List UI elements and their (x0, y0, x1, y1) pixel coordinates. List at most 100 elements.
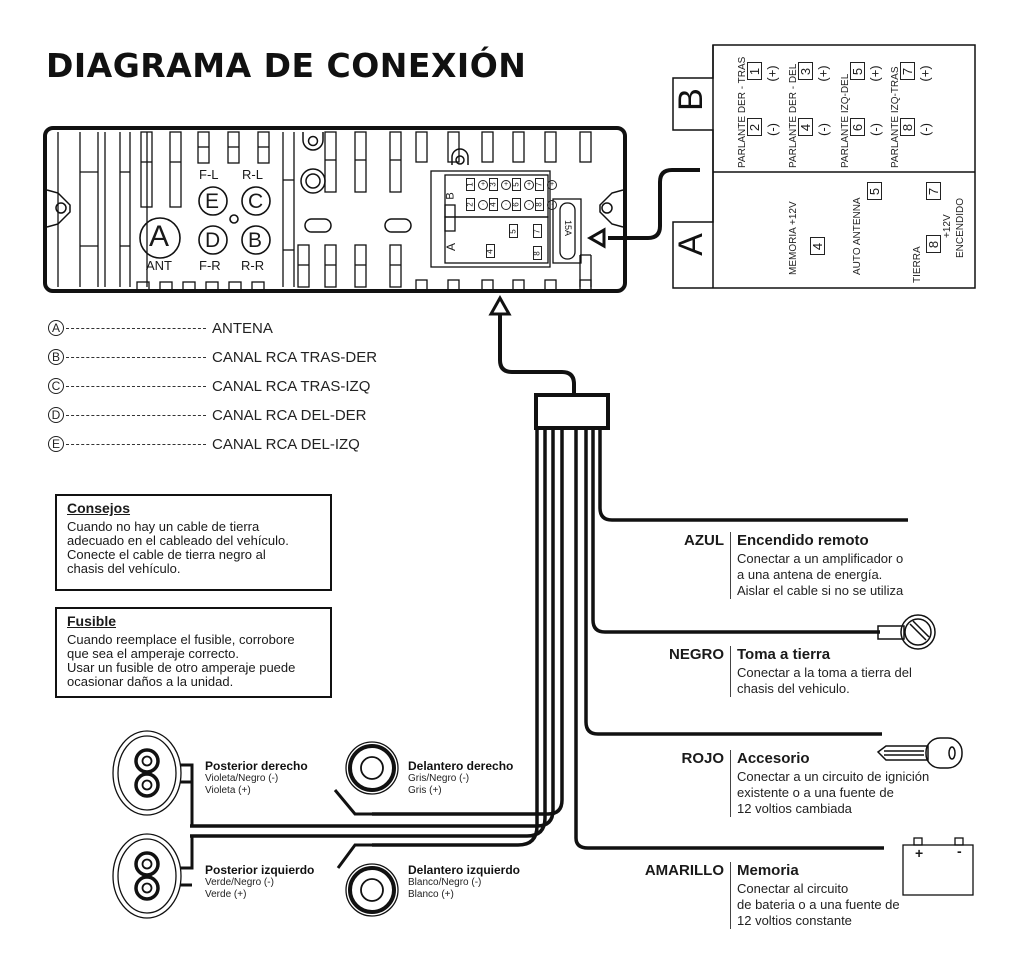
speaker-label-rear-left: Posterior izquierdo Verde/Negro (-) Verd… (205, 864, 314, 901)
iso-pin-number: 7 (532, 228, 542, 234)
iso-pin-number: 4 (488, 202, 498, 207)
legend-text: ANTENA (212, 319, 273, 337)
pin: 8 (926, 235, 941, 253)
fusible-box: Fusible Cuando reemplace el fusible, cor… (55, 607, 332, 698)
iso-pin: 7 (533, 224, 542, 238)
jack-d (198, 225, 228, 255)
speaker-label-front-left: Delantero izquierdo Blanco/Negro (-) Bla… (408, 864, 520, 901)
label-ant: ANT (146, 258, 172, 273)
speaker-front-left (345, 863, 399, 917)
pin-minus: 4 (798, 118, 813, 136)
harness-wires (190, 428, 908, 850)
speaker-title: Delantero izquierdo (408, 863, 521, 877)
iso-pin: 6 (512, 198, 521, 211)
block-a-letter: A (671, 233, 710, 256)
plus-sign: (+) (815, 65, 831, 82)
iso-pin: 5 (509, 224, 518, 238)
wire-desc: Conectar a la toma a tierra del chasis d… (737, 665, 912, 696)
wire-title: Toma a tierra (737, 646, 831, 663)
legend-text: CANAL RCA DEL-IZQ (212, 435, 360, 453)
head-unit-body (43, 126, 627, 293)
plus-sign: (+) (917, 65, 933, 82)
iso-pin-number: 8 (532, 250, 542, 256)
iso-pin: 4 (486, 244, 495, 258)
pin-number: 7 (899, 67, 915, 75)
iso-pin: 4 (489, 198, 498, 211)
screw-holes (300, 132, 469, 233)
label-fl: F-L (199, 167, 219, 182)
speaker-rear-right (112, 730, 182, 816)
speaker-pos: Violeta (+) (205, 785, 251, 796)
speaker-label-rear-right: Posterior derecho Violeta/Negro (-) Viol… (205, 760, 308, 797)
legend-text: CANAL RCA DEL-DER (212, 406, 367, 424)
speaker-label-front-right: Delantero derecho Gris/Negro (-) Gris (+… (408, 760, 513, 797)
iso-pin: 7 (535, 178, 544, 191)
legend-letter: B (48, 349, 64, 365)
speaker-front-right (345, 741, 399, 795)
pin: 7 (926, 182, 941, 200)
speaker-rear-left (112, 833, 182, 919)
cable-to-pinout (608, 168, 700, 240)
iso-pin-number: 4 (485, 248, 495, 254)
iso-b-label: B (444, 192, 457, 200)
legend-item: D CANAL RCA DEL-DER (48, 405, 366, 425)
pin: 4 (810, 237, 825, 255)
jack-c-letter: C (248, 190, 264, 213)
pin-number: 8 (925, 240, 941, 248)
legend-letter: A (48, 320, 64, 336)
jack-b (241, 225, 271, 255)
wire-azul (598, 428, 908, 522)
minus-sign: (-) (868, 123, 883, 136)
speaker-title: Posterior izquierdo (205, 863, 315, 877)
jack-d-letter: D (205, 229, 221, 252)
legend-dashes (66, 443, 206, 445)
legend-text: CANAL RCA TRAS-IZQ (212, 377, 371, 395)
minus-terminal: · (524, 200, 534, 210)
iso-pin: 1 (466, 178, 475, 191)
consejos-text: Cuando no hay un cable de tierra adecuad… (67, 519, 289, 576)
minus-sign: (-) (816, 123, 831, 136)
minus-sign: (-) (918, 123, 933, 136)
wire-desc: Conectar a un circuito de ignición exist… (737, 769, 930, 816)
battery-plus: + (915, 845, 924, 861)
wire-color: AMARILLO (600, 862, 731, 929)
page-title: DIAGRAMA DE CONEXIÓN (46, 46, 527, 85)
ground-terminal-icon (877, 614, 936, 650)
jack-e (198, 186, 228, 216)
pin-minus: 6 (850, 118, 865, 136)
block-b-letter: B (671, 88, 710, 111)
iso-connector (430, 170, 582, 268)
pin-number: 2 (746, 123, 762, 131)
pinout-diagram (672, 44, 976, 289)
pin-number: 6 (849, 123, 865, 131)
legend-letter: D (48, 407, 64, 423)
minus-sign: (-) (765, 123, 780, 136)
jack-b-letter: B (248, 229, 263, 252)
arrow-head-right (586, 227, 606, 249)
plus-terminal: + (478, 180, 488, 190)
iso-a-label: A (444, 242, 459, 252)
speaker-title: Delantero derecho (408, 759, 514, 773)
pin-number: 4 (797, 123, 813, 131)
pin-number: 1 (746, 67, 762, 75)
pin-number: 7 (925, 187, 941, 195)
wire-desc: Conectar al circuito de bateria o a una … (737, 881, 900, 928)
pinout-a-label: TIERRA (912, 246, 923, 283)
pin-plus: 5 (850, 62, 865, 80)
legend-letter: C (48, 378, 64, 394)
pin-minus: 2 (747, 118, 762, 136)
pin-number: 5 (866, 187, 882, 195)
iso-pin: 5 (512, 178, 521, 191)
jack-c (241, 186, 271, 216)
fuse-label: 15A (563, 219, 574, 237)
wire-title: Memoria (737, 862, 799, 879)
key-icon (876, 737, 963, 769)
wire-negro (591, 428, 880, 634)
speaker-pos: Verde (+) (205, 889, 247, 900)
